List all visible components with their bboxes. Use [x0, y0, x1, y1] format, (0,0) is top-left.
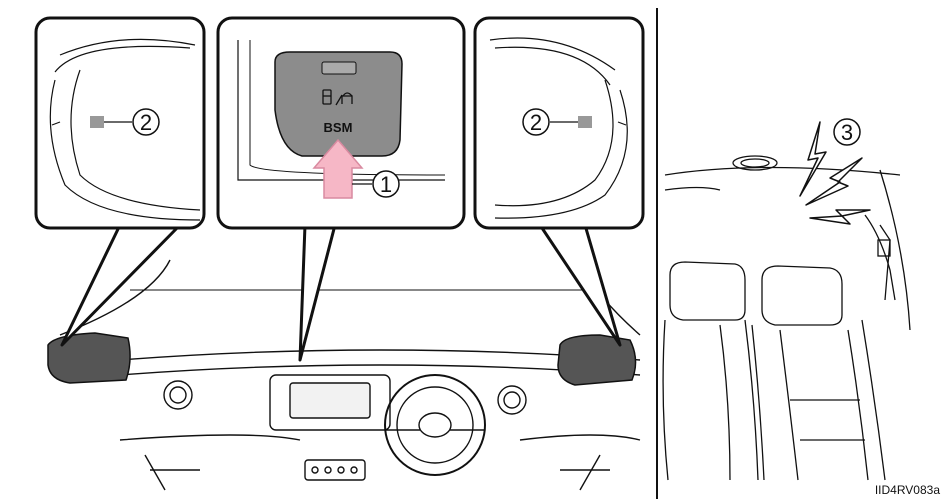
right-indicator-callout-number: 2: [530, 110, 542, 135]
buzzer-callout-number: 3: [841, 120, 853, 145]
bsm-switch-label: BSM: [324, 120, 353, 135]
left-outside-mirror: [48, 333, 130, 383]
switch-callout-number: 1: [380, 172, 392, 197]
left-mirror-callout: 2: [36, 18, 204, 345]
right-bsm-indicator: [578, 116, 592, 128]
rear-interior-scene: [663, 156, 910, 480]
left-indicator-callout-number: 2: [140, 110, 152, 135]
left-bsm-indicator: [90, 116, 104, 128]
right-mirror-callout: 2: [475, 18, 643, 345]
dashboard-scene: [60, 260, 640, 490]
switch-callout: BSM 1: [218, 18, 464, 360]
figure-code: IID4RV083a: [875, 483, 940, 497]
right-outside-mirror: [558, 335, 636, 385]
